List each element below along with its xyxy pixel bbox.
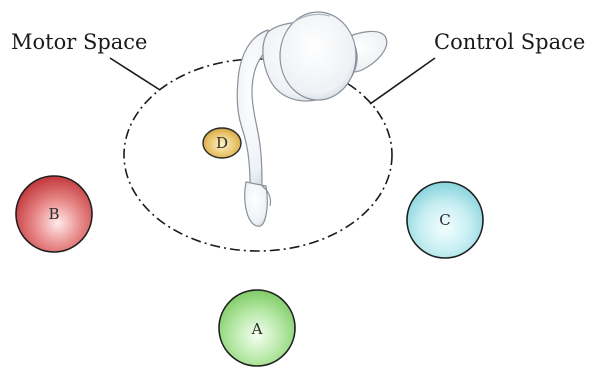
target-d-label: D bbox=[216, 134, 228, 152]
target-b: B bbox=[15, 175, 93, 253]
human-figure-icon bbox=[236, 11, 388, 227]
target-c: C bbox=[406, 181, 484, 259]
target-a-label: A bbox=[251, 320, 263, 338]
control-space-leader-line bbox=[369, 57, 436, 105]
target-d: D bbox=[202, 127, 242, 159]
target-b-label: B bbox=[48, 205, 59, 223]
motor-space-label: Motor Space bbox=[11, 30, 147, 54]
target-a: A bbox=[218, 289, 296, 367]
control-space-label: Control Space bbox=[434, 30, 585, 54]
target-c-label: C bbox=[439, 211, 450, 229]
motor-space-leader-line bbox=[109, 57, 161, 91]
